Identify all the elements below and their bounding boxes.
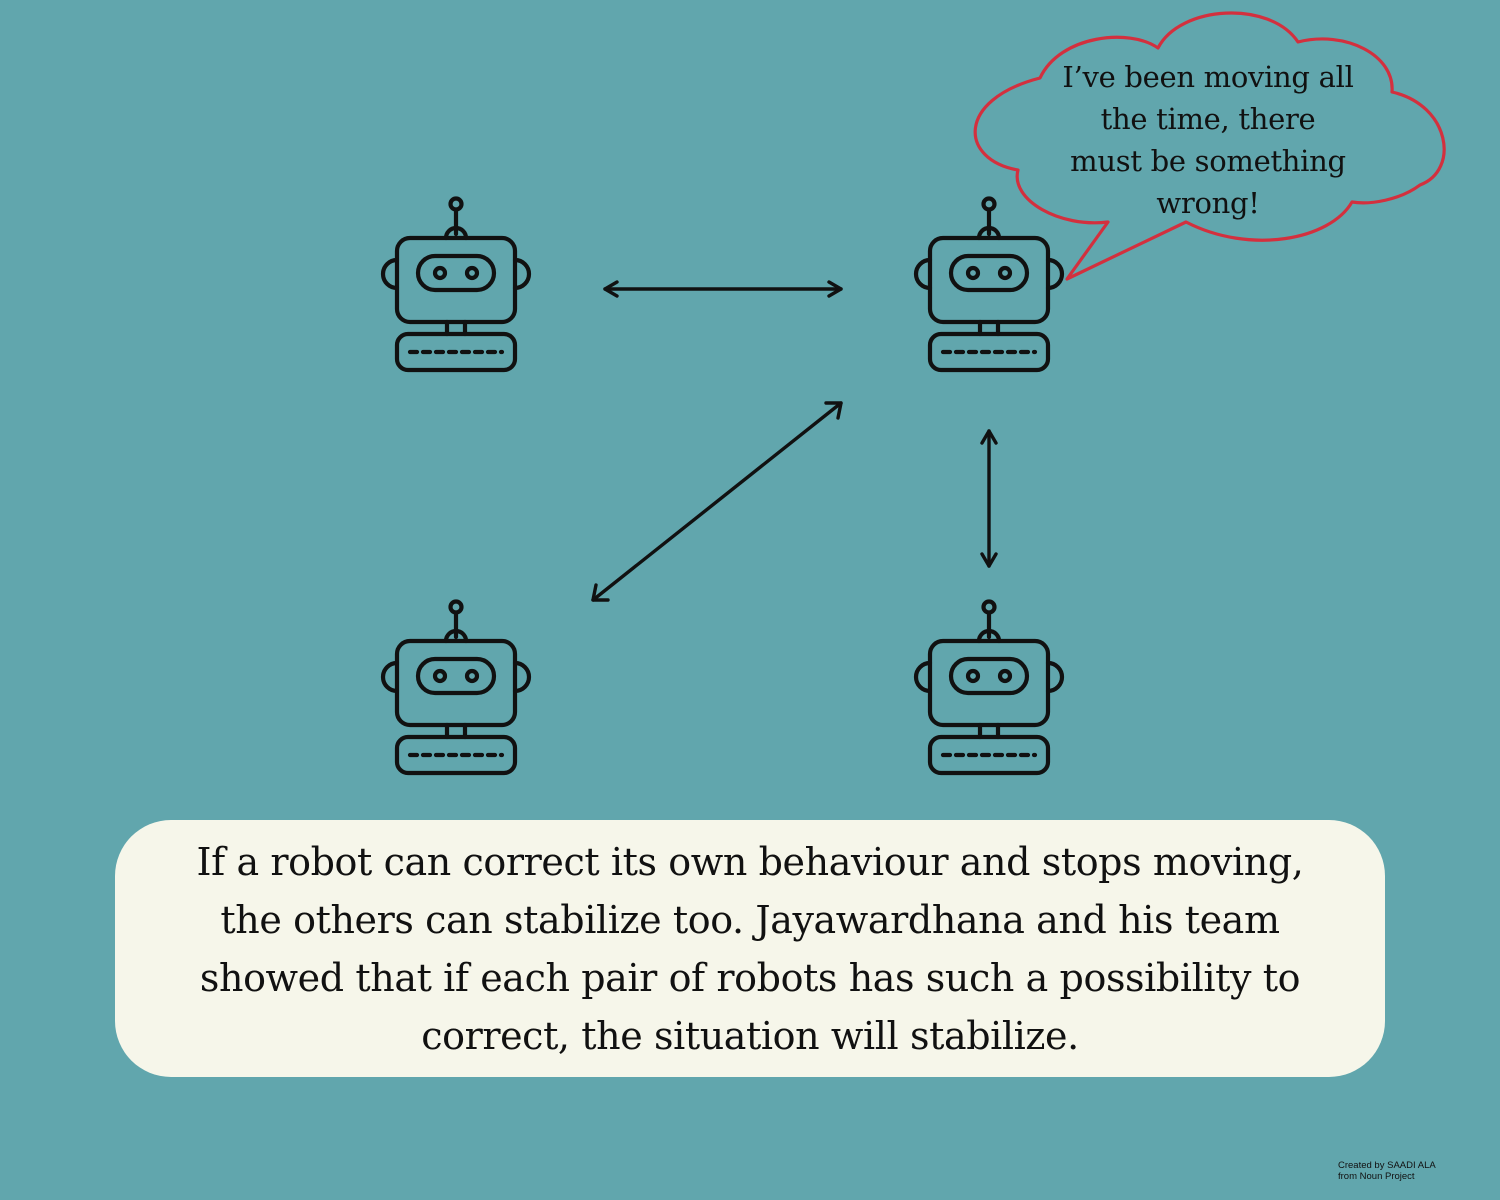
robot-top-left	[383, 199, 529, 371]
robot-bottom-left	[383, 602, 529, 774]
arrow-diagonal	[591, 401, 843, 602]
credit-text: Created by SAADI ALA from Noun Project	[1338, 1160, 1436, 1182]
speech-bubble-text: I’ve been moving all the time, there mus…	[1062, 60, 1354, 220]
arrow-vertical	[980, 429, 998, 568]
caption-text: If a robot can correct its own behaviour…	[196, 839, 1304, 1058]
caption-box: If a robot can correct its own behaviour…	[115, 820, 1385, 1077]
robot-bottom-right	[916, 602, 1062, 774]
robot-top-right	[916, 199, 1062, 371]
speech-bubble	[973, 11, 1446, 281]
arrow-horizontal	[603, 280, 843, 298]
